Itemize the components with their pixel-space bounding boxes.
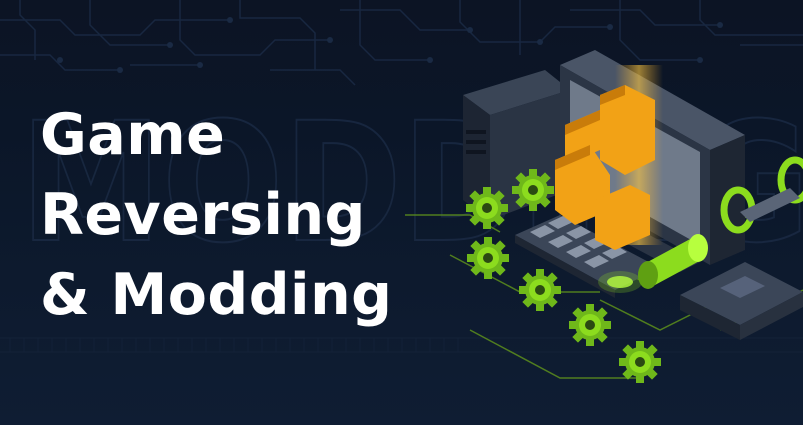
title-line-1: Game bbox=[40, 102, 226, 168]
pixel-pacman-icon bbox=[555, 65, 663, 250]
keyboard-icon bbox=[515, 215, 660, 298]
title-line-3: & Modding bbox=[40, 262, 393, 328]
gear-icon bbox=[519, 269, 561, 311]
gear-icon bbox=[466, 187, 508, 229]
gear-icon bbox=[569, 304, 611, 346]
microchip-icon bbox=[680, 262, 803, 340]
title-line-2: Reversing bbox=[40, 182, 366, 248]
cylinder-icon bbox=[638, 234, 708, 289]
page-title: Game Reversing & Modding bbox=[40, 95, 392, 335]
gear-icon bbox=[467, 237, 509, 279]
gear-icon bbox=[512, 169, 554, 211]
target-glow-icon bbox=[598, 271, 642, 293]
isometric-computer-illustration bbox=[405, 50, 803, 383]
gear-icon bbox=[619, 341, 661, 383]
